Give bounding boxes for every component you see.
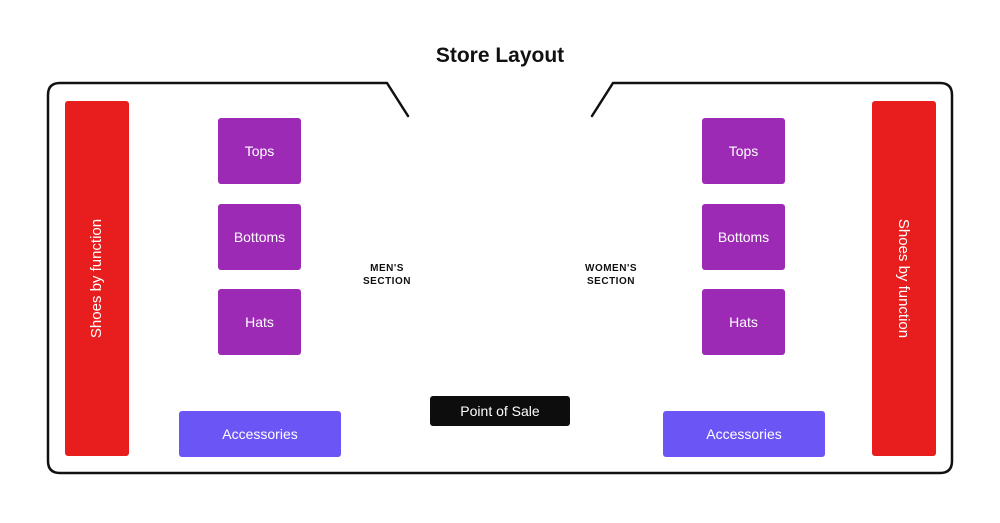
womens-bottoms-block: Bottoms — [702, 204, 785, 270]
mens-accessories-block: Accessories — [179, 411, 341, 457]
womens-section-label-line2: SECTION — [587, 276, 635, 287]
mens-section-label: MEN'S SECTION — [327, 262, 447, 288]
diagram-title: Store Layout — [435, 44, 565, 67]
womens-tops-block: Tops — [702, 118, 785, 184]
womens-shoes-wall: Shoes by function — [872, 101, 936, 456]
womens-section-label: WOMEN'S SECTION — [551, 262, 671, 288]
mens-section-label-line2: SECTION — [363, 276, 411, 287]
point-of-sale-block: Point of Sale — [430, 396, 570, 426]
womens-section-label-line1: WOMEN'S — [585, 263, 637, 274]
mens-section-label-line1: MEN'S — [370, 263, 404, 274]
mens-tops-block: Tops — [218, 118, 301, 184]
womens-accessories-block: Accessories — [663, 411, 825, 457]
mens-hats-block: Hats — [218, 289, 301, 355]
mens-shoes-wall: Shoes by function — [65, 101, 129, 456]
mens-bottoms-block: Bottoms — [218, 204, 301, 270]
womens-shoes-label: Shoes by function — [895, 218, 913, 339]
mens-shoes-label: Shoes by function — [88, 218, 106, 339]
womens-hats-block: Hats — [702, 289, 785, 355]
